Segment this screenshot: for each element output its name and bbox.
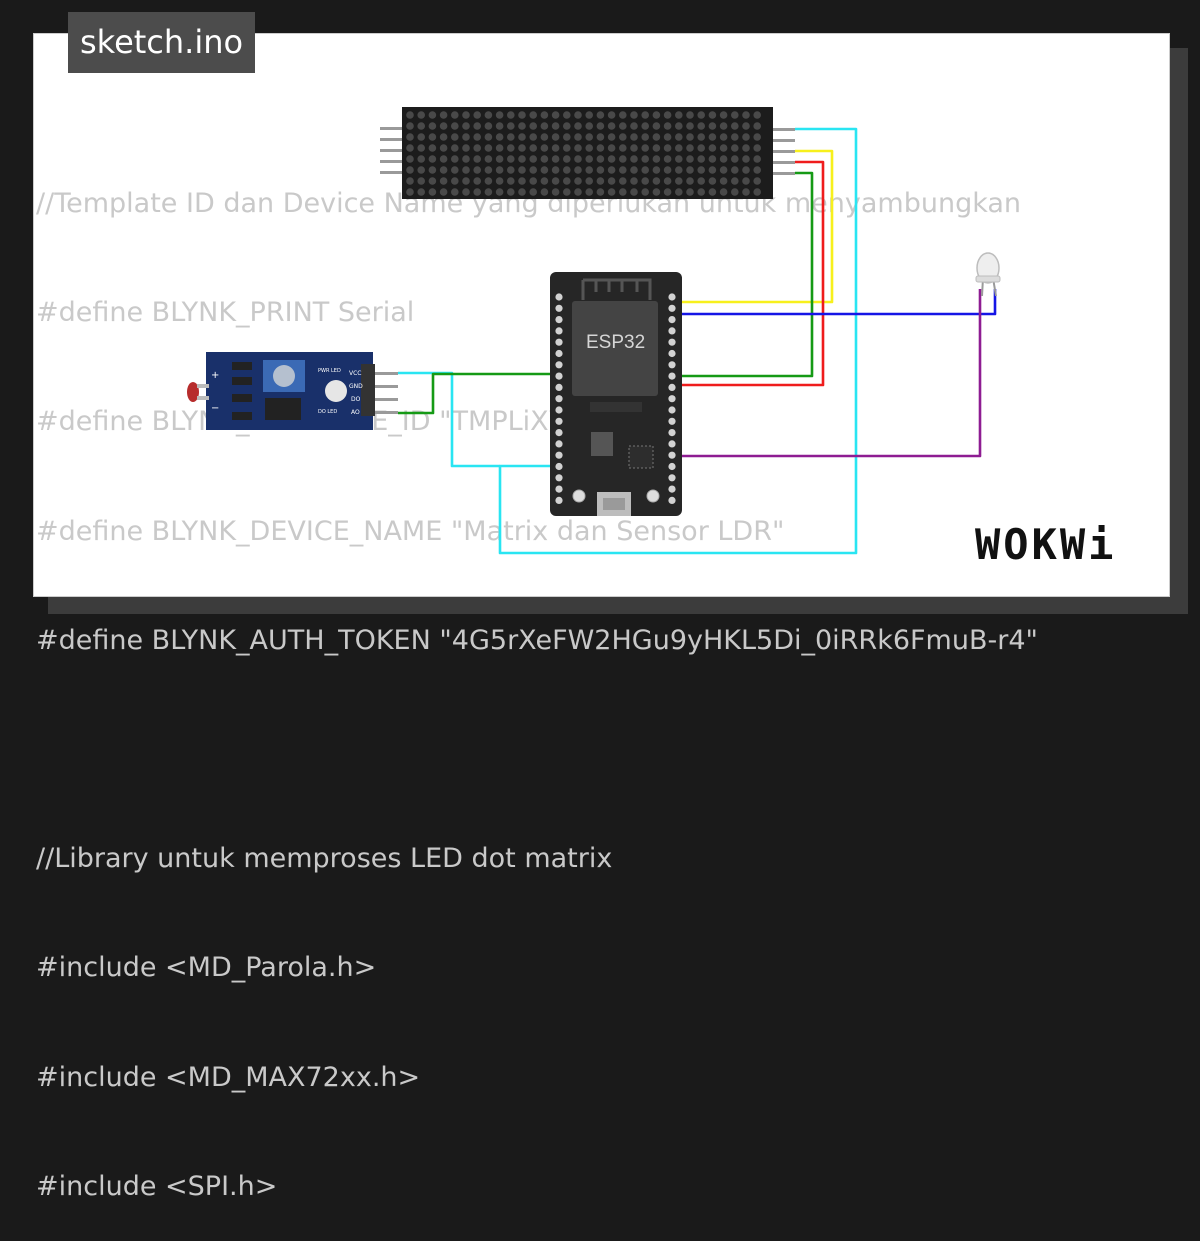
esp32-label: ESP32: [586, 332, 645, 353]
ldr-pin-gnd: GND: [349, 383, 363, 390]
circuit-diagram: ESP32 + − PWR LED DO LED VCC GND DO AO: [187, 107, 1001, 555]
wire-cyan: [498, 127, 858, 555]
esp32-pins: [555, 293, 676, 504]
esp32-board[interactable]: [550, 272, 682, 516]
ldr-minus-sign: −: [211, 403, 219, 414]
ldr-plus-sign: +: [211, 370, 219, 381]
code-line: #define BLYNK_PRINT Serial: [36, 297, 415, 329]
ldr-do-led-label: DO LED: [318, 409, 337, 415]
wire-yellow: [675, 149, 834, 304]
ldr-pin-do: DO: [351, 396, 361, 403]
wires: [398, 127, 997, 555]
wire-green-ldr: [398, 372, 553, 415]
wire-blue: [675, 289, 997, 316]
wire-red: [675, 160, 825, 387]
wire-green-matrix: [675, 171, 814, 378]
code-line: [36, 726, 1099, 773]
wire-cyan-ldr: [398, 371, 500, 468]
ldr-sensor-module[interactable]: [187, 352, 398, 430]
ldr-pin-vcc: VCC: [349, 370, 361, 377]
wire-purple: [675, 289, 982, 458]
led-component[interactable]: [975, 252, 1001, 297]
sketch-title: sketch.ino: [68, 12, 256, 73]
matrix-board: [402, 107, 773, 199]
code-line: //Library untuk memproses LED dot matrix: [36, 843, 613, 875]
matrix-pins: [380, 127, 795, 175]
matrix-dots: [406, 111, 761, 196]
ldr-pwr-led-label: PWR LED: [318, 368, 341, 374]
code-line: #include <MD_Parola.h>: [36, 952, 377, 984]
ldr-pin-ao: AO: [351, 409, 360, 416]
wokwi-logo: WOKWi: [975, 520, 1117, 569]
led-matrix[interactable]: [380, 107, 795, 199]
code-line: #include <SPI.h>: [36, 1170, 278, 1202]
code-line: #include <MD_MAX72xx.h>: [36, 1061, 421, 1093]
